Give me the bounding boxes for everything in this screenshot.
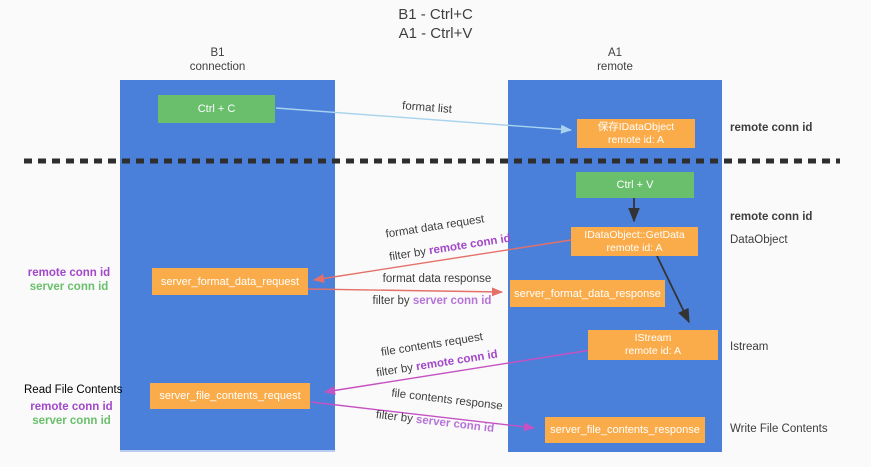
istream-box: IStream remote id: A <box>588 330 718 360</box>
istream-line1: IStream <box>634 332 672 344</box>
right-remote-conn-id-top-label: remote conn id <box>730 122 813 134</box>
ctrl-c-label: Ctrl + C <box>197 103 236 115</box>
save-idataobject-box: 保存IDataObject remote id: A <box>577 119 695 148</box>
server-file-contents-request-box: server_file_contents_request <box>150 383 310 409</box>
filter-by-text: filter by <box>375 409 414 426</box>
server-format-data-request-box: server_format_data_request <box>152 268 308 295</box>
left-conn-id-stack-bottom: Read File Contents remote conn id server… <box>24 383 123 428</box>
server-format-data-response-box: server_format_data_response <box>510 280 665 307</box>
column-a1-name: A1 <box>607 47 623 59</box>
right-remote-conn-id-mid-label: remote conn id <box>730 211 813 223</box>
left-remote-conn-id-label: remote conn id <box>27 267 111 279</box>
getdata-line2: remote id: A <box>606 241 663 254</box>
ctrl-v-label: Ctrl + V <box>616 179 654 191</box>
left-server-conn-id-2-label: server conn id <box>32 415 111 427</box>
column-header-b1: B1 connection <box>125 46 310 74</box>
left-server-conn-id-label: server conn id <box>29 281 109 293</box>
format-data-response-arrow <box>307 287 504 297</box>
column-a1-role: remote <box>597 61 633 73</box>
server-format-data-request-label: server_format_data_request <box>160 275 300 288</box>
filter-by-text: filter by <box>375 361 414 380</box>
filter-by-text: filter by <box>372 295 410 307</box>
server-file-contents-response-label: server_file_contents_response <box>550 424 700 436</box>
title-line-1: B1 - Ctrl+C <box>398 6 473 23</box>
diagram-title: B1 - Ctrl+C A1 - Ctrl+V <box>0 5 871 43</box>
save-idataobject-line2: remote id: A <box>607 133 665 146</box>
column-header-a1: A1 remote <box>508 46 722 74</box>
left-conn-id-stack-top: remote conn id server conn id <box>24 266 114 294</box>
server-conn-id-text: server conn id <box>415 413 495 435</box>
left-remote-conn-id-2-label: remote conn id <box>30 401 113 413</box>
server-file-contents-response-box: server_file_contents_response <box>545 417 705 443</box>
file-contents-response-filter-label: filter by server conn id <box>360 407 510 437</box>
filter-by-text: filter by <box>388 245 427 264</box>
read-file-contents-label: Read File Contents <box>24 384 123 396</box>
dataobject-label: DataObject <box>730 234 788 246</box>
save-idataobject-line1: 保存IDataObject <box>597 120 675 133</box>
format-list-label: format list <box>401 100 453 116</box>
istream-side-label: Istream <box>730 341 769 353</box>
write-file-contents-label: Write File Contents <box>730 423 828 435</box>
format-data-response-filter-label: filter by server conn id <box>357 295 507 307</box>
ctrl-v-box: Ctrl + V <box>576 172 694 198</box>
remote-conn-id-text: remote conn id <box>415 348 499 374</box>
server-format-data-response-label: server_format_data_response <box>514 287 661 300</box>
title-line-2: A1 - Ctrl+V <box>398 25 473 42</box>
istream-line2: remote id: A <box>624 345 682 357</box>
server-file-contents-request-label: server_file_contents_request <box>159 390 301 402</box>
server-conn-id-text: server conn id <box>412 295 492 307</box>
format-data-response-label: format data response <box>382 273 492 285</box>
remote-conn-id-text: remote conn id <box>428 232 512 258</box>
column-b1-name: B1 <box>210 47 225 59</box>
ctrl-c-box: Ctrl + C <box>158 95 275 123</box>
idataobject-getdata-box: IDataObject::GetData remote id: A <box>571 227 698 256</box>
column-b1-role: connection <box>189 61 246 73</box>
getdata-line1: IDataObject::GetData <box>584 228 685 241</box>
file-contents-response-label: file contents response <box>390 387 504 413</box>
